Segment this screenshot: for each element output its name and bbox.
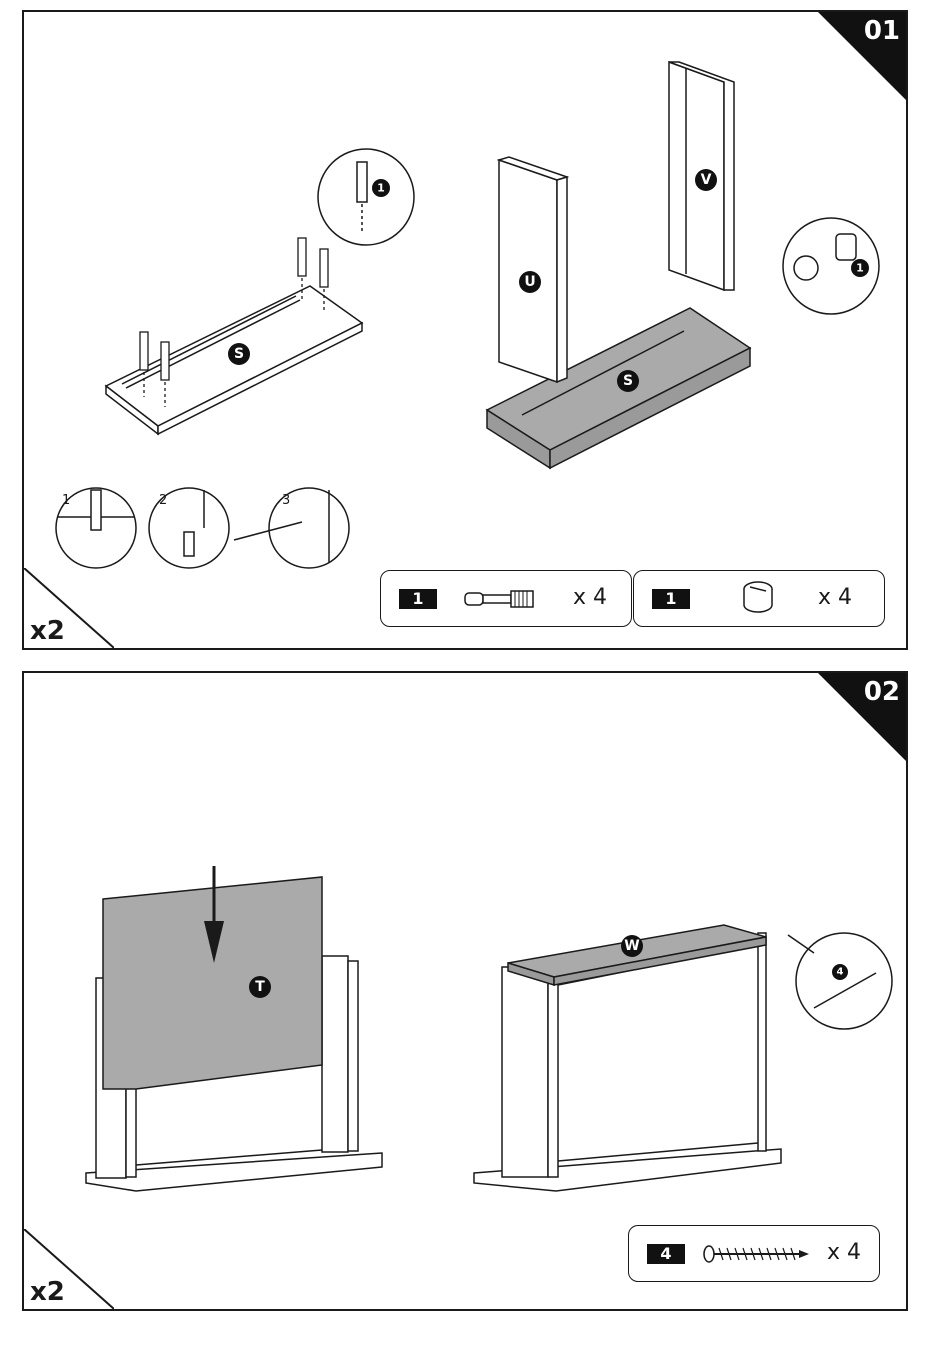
- substep-1-label: 1: [62, 493, 70, 508]
- substep-3-label: 3: [282, 493, 290, 508]
- screw-icon: [703, 1244, 813, 1264]
- callout-ref-a: 1: [377, 182, 385, 195]
- callout-ref-b: 1: [856, 262, 864, 275]
- label-u: U: [524, 274, 535, 290]
- substep-2-label: 2: [159, 493, 167, 508]
- hardware-qty: x 4: [818, 585, 852, 610]
- step-02-illustration: T W 4: [24, 673, 908, 1311]
- substep-details: [56, 488, 349, 568]
- panel-u: [499, 157, 567, 382]
- cam-bolt-icon: [463, 587, 553, 611]
- hardware-qty: x 4: [573, 585, 607, 610]
- label-w: W: [624, 938, 639, 954]
- callout-cam-bolt: [318, 149, 414, 245]
- cam-lock-icon: [738, 577, 778, 621]
- label-t: T: [255, 979, 265, 995]
- label-s-left: S: [234, 346, 244, 362]
- hardware-box-cam-lock: 1 x 4: [633, 570, 885, 627]
- hardware-tag: 4: [647, 1244, 685, 1264]
- hardware-box-screw: 4 x 4: [628, 1225, 880, 1282]
- callout-ref-a: 4: [837, 967, 844, 978]
- hardware-tag: 1: [652, 589, 690, 609]
- hardware-box-cam-bolt: 1 x 4: [380, 570, 632, 627]
- callout-screw: [788, 933, 892, 1029]
- label-v: V: [701, 172, 712, 188]
- hardware-qty: x 4: [827, 1240, 861, 1265]
- hardware-tag: 1: [399, 589, 437, 609]
- step-02-panel: 02 x2 T: [22, 671, 908, 1311]
- step-01-panel: 01 x2 S: [22, 10, 908, 650]
- label-s-right: S: [623, 373, 633, 389]
- step-01-illustration: S 1 1 2 3: [24, 12, 908, 650]
